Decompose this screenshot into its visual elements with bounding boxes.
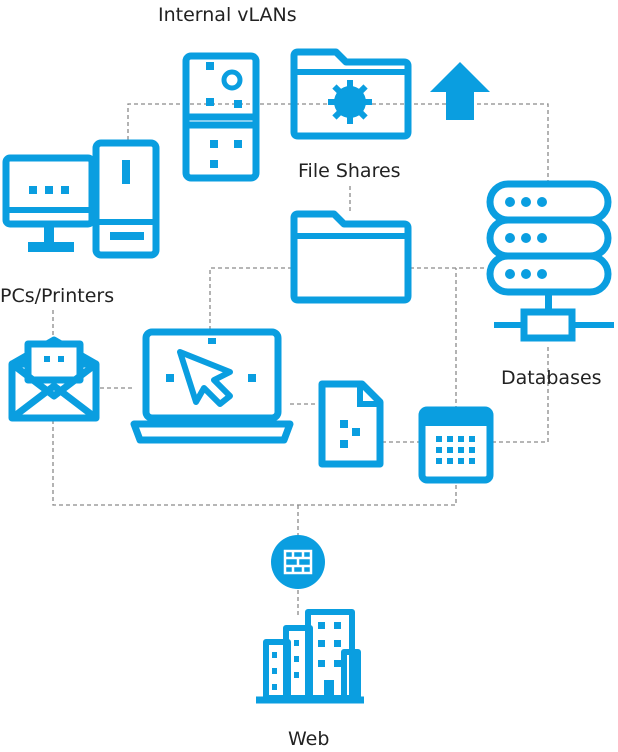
calendar-icon bbox=[418, 406, 494, 484]
envelope-icon bbox=[8, 336, 100, 422]
connector-bottom-loop bbox=[52, 420, 457, 506]
connector-laptop-to-folder bbox=[209, 267, 292, 330]
folder-icon bbox=[290, 210, 412, 304]
label-pcs-printers: PCs/Printers bbox=[0, 285, 114, 307]
node-labels: Internal vLANs File Shares PCs/Printers … bbox=[0, 4, 602, 750]
firewall-icon bbox=[271, 535, 325, 589]
label-web: Web bbox=[288, 728, 329, 750]
server-stack-icon bbox=[486, 180, 614, 342]
label-internal-vlans: Internal vLANs bbox=[158, 4, 297, 26]
city-buildings-icon bbox=[256, 609, 364, 704]
desktop-pc-icon bbox=[2, 139, 160, 259]
label-databases: Databases bbox=[501, 367, 602, 389]
label-file-shares: File Shares bbox=[298, 160, 401, 182]
laptop-cursor-icon bbox=[130, 328, 294, 444]
up-arrow-icon bbox=[430, 62, 490, 120]
connector-calendar-to-databases bbox=[492, 345, 549, 443]
shared-folder-icon bbox=[290, 48, 412, 140]
tower-pc-icon bbox=[182, 52, 260, 182]
document-icon bbox=[318, 380, 384, 468]
